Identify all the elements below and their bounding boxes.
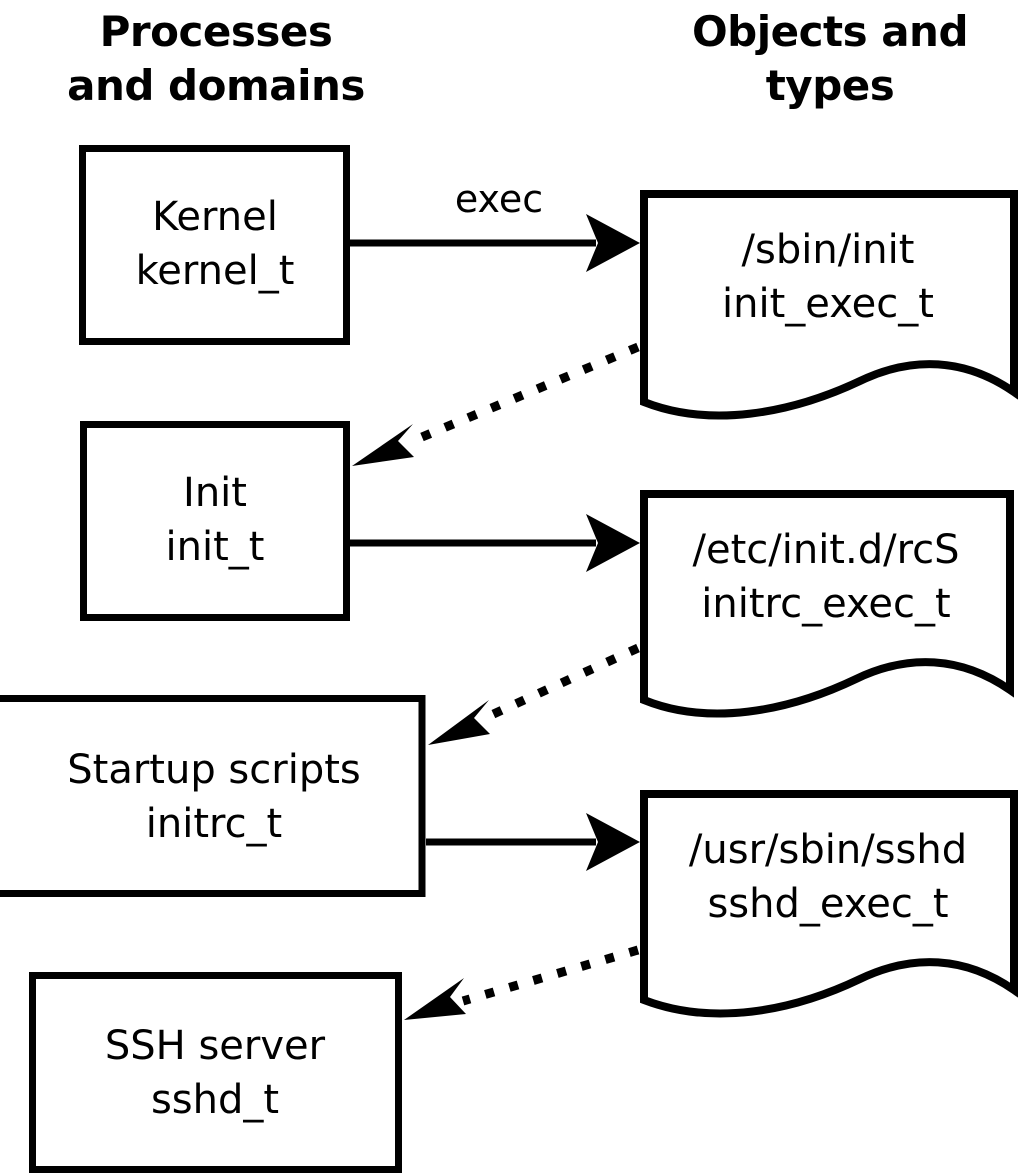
object-node-sshd-exec-line2: sshd_exec_t — [707, 881, 948, 927]
edge-sshdexec-to-sshd-line — [461, 945, 640, 1006]
edge-init-exec-initrc — [350, 514, 640, 572]
column-header-processes-line2: and domains — [67, 61, 365, 110]
edge-kernel-exec-init: exec — [350, 177, 640, 272]
column-header-objects-line2: types — [766, 61, 895, 110]
edge-init-exec-initrc-arrowhead — [586, 514, 640, 572]
process-node-kernel[interactable]: Kernel kernel_t — [79, 145, 350, 345]
edge-initrcexec-to-initrc-line — [485, 643, 640, 722]
column-header-objects: Objects and types — [692, 7, 969, 110]
object-node-sshd-exec[interactable]: /usr/sbin/sshd sshd_exec_t — [640, 790, 1018, 1018]
edge-initexec-to-init — [352, 342, 640, 466]
edge-initexec-to-init-arrowhead — [352, 424, 414, 466]
process-node-initrc-line1: Startup scripts — [67, 747, 360, 793]
object-node-sshd-exec-shape[interactable] — [640, 790, 1018, 1018]
object-node-init-exec-line2: init_exec_t — [722, 281, 934, 327]
column-header-processes: Processes and domains — [67, 7, 365, 110]
process-node-sshd[interactable]: SSH server sshd_t — [29, 972, 402, 1173]
object-node-initrc-exec-shape[interactable] — [640, 490, 1014, 718]
object-node-init-exec-line1: /sbin/init — [742, 227, 915, 273]
object-node-init-exec-shape[interactable] — [640, 190, 1018, 420]
edge-initrcexec-to-initrc-arrowhead — [428, 700, 490, 745]
column-header-objects-line1: Objects and — [692, 7, 968, 56]
process-node-initrc-box[interactable] — [0, 695, 426, 897]
process-node-initrc-line2: initrc_t — [146, 801, 283, 847]
edge-sshdexec-to-sshd — [404, 945, 640, 1020]
process-node-kernel-line2: kernel_t — [136, 248, 295, 294]
process-node-init-box[interactable] — [80, 421, 350, 621]
edge-initrcexec-to-initrc — [428, 643, 640, 745]
edge-initexec-to-init-line — [408, 342, 640, 447]
column-header-processes-line1: Processes — [100, 7, 333, 56]
object-node-initrc-exec-line2: initrc_exec_t — [701, 581, 950, 627]
edge-kernel-exec-init-arrowhead — [586, 214, 640, 272]
object-node-sshd-exec-line1: /usr/sbin/sshd — [689, 827, 967, 873]
process-node-initrc[interactable]: Startup scripts initrc_t — [0, 695, 426, 897]
process-node-kernel-line1: Kernel — [152, 194, 278, 240]
process-node-init-line1: Init — [183, 470, 247, 516]
process-node-sshd-line2: sshd_t — [151, 1077, 279, 1123]
process-node-init-line2: init_t — [166, 524, 265, 570]
process-node-sshd-box[interactable] — [29, 972, 402, 1173]
object-node-initrc-exec-line1: /etc/init.d/rcS — [692, 527, 959, 573]
edge-initrc-exec-sshd-arrowhead — [586, 813, 640, 871]
process-node-sshd-line1: SSH server — [105, 1023, 326, 1069]
object-node-initrc-exec[interactable]: /etc/init.d/rcS initrc_exec_t — [640, 490, 1014, 718]
object-node-init-exec[interactable]: /sbin/init init_exec_t — [640, 190, 1018, 420]
edge-sshdexec-to-sshd-arrowhead — [404, 978, 466, 1020]
edge-label-exec: exec — [455, 177, 543, 221]
process-node-kernel-box[interactable] — [79, 145, 350, 345]
edge-initrc-exec-sshd — [426, 813, 640, 871]
process-node-init[interactable]: Init init_t — [80, 421, 350, 621]
